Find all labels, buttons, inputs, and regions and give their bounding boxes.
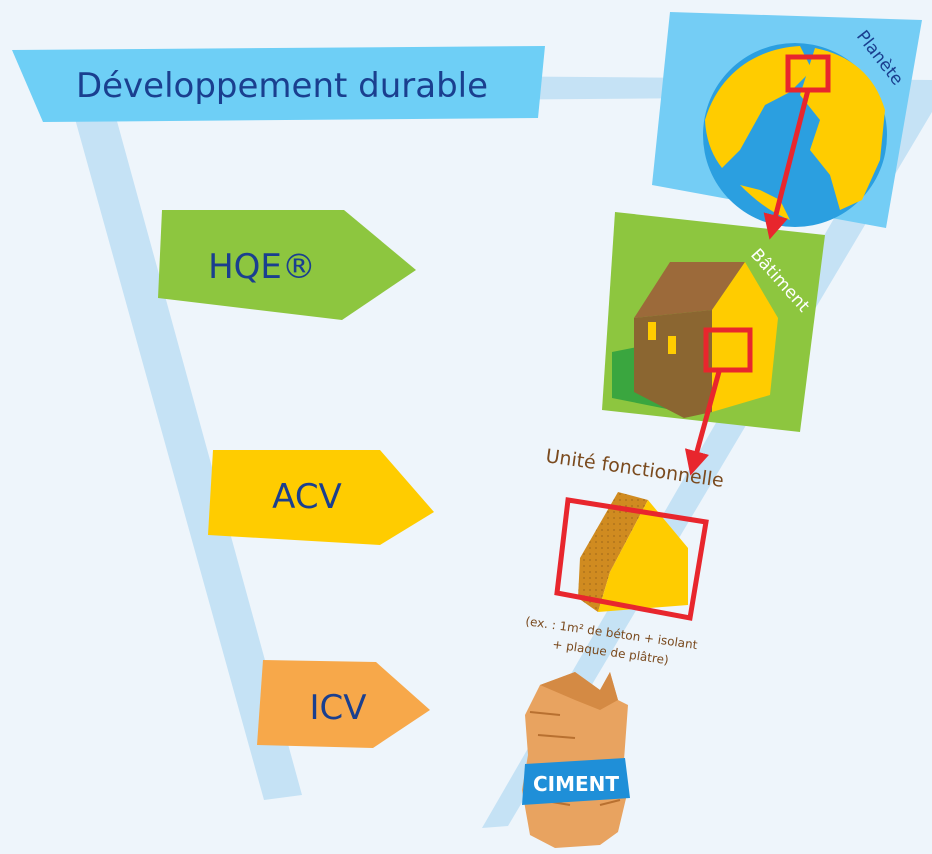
title-banner: Développement durable bbox=[12, 46, 545, 122]
building-panel: Bâtiment bbox=[602, 212, 825, 432]
zoom-arrow-building-to-unit bbox=[684, 367, 723, 476]
zoom-arrow-planet-to-building bbox=[763, 89, 811, 240]
funnel-band-left bbox=[72, 103, 302, 800]
house-gable-wall bbox=[712, 262, 778, 412]
level-arrow-icv: ICV bbox=[257, 660, 430, 748]
ciment-label: CIMENT bbox=[533, 772, 619, 796]
planet-panel: Planète bbox=[652, 12, 922, 228]
zoom-box-building bbox=[703, 327, 753, 373]
zoom-box-unit bbox=[554, 497, 709, 621]
level-label-icv: ICV bbox=[309, 688, 366, 728]
functional-unit-block bbox=[554, 492, 709, 621]
level-label-acv: ACV bbox=[272, 477, 342, 517]
level-label-hqe: HQE® bbox=[208, 247, 316, 287]
level-arrow-hqe: HQE® bbox=[158, 210, 416, 320]
level-arrow-acv: ACV bbox=[208, 450, 434, 545]
title-text: Développement durable bbox=[76, 66, 488, 106]
house-roof bbox=[634, 262, 745, 318]
cement-bag: CIMENT bbox=[522, 672, 630, 848]
